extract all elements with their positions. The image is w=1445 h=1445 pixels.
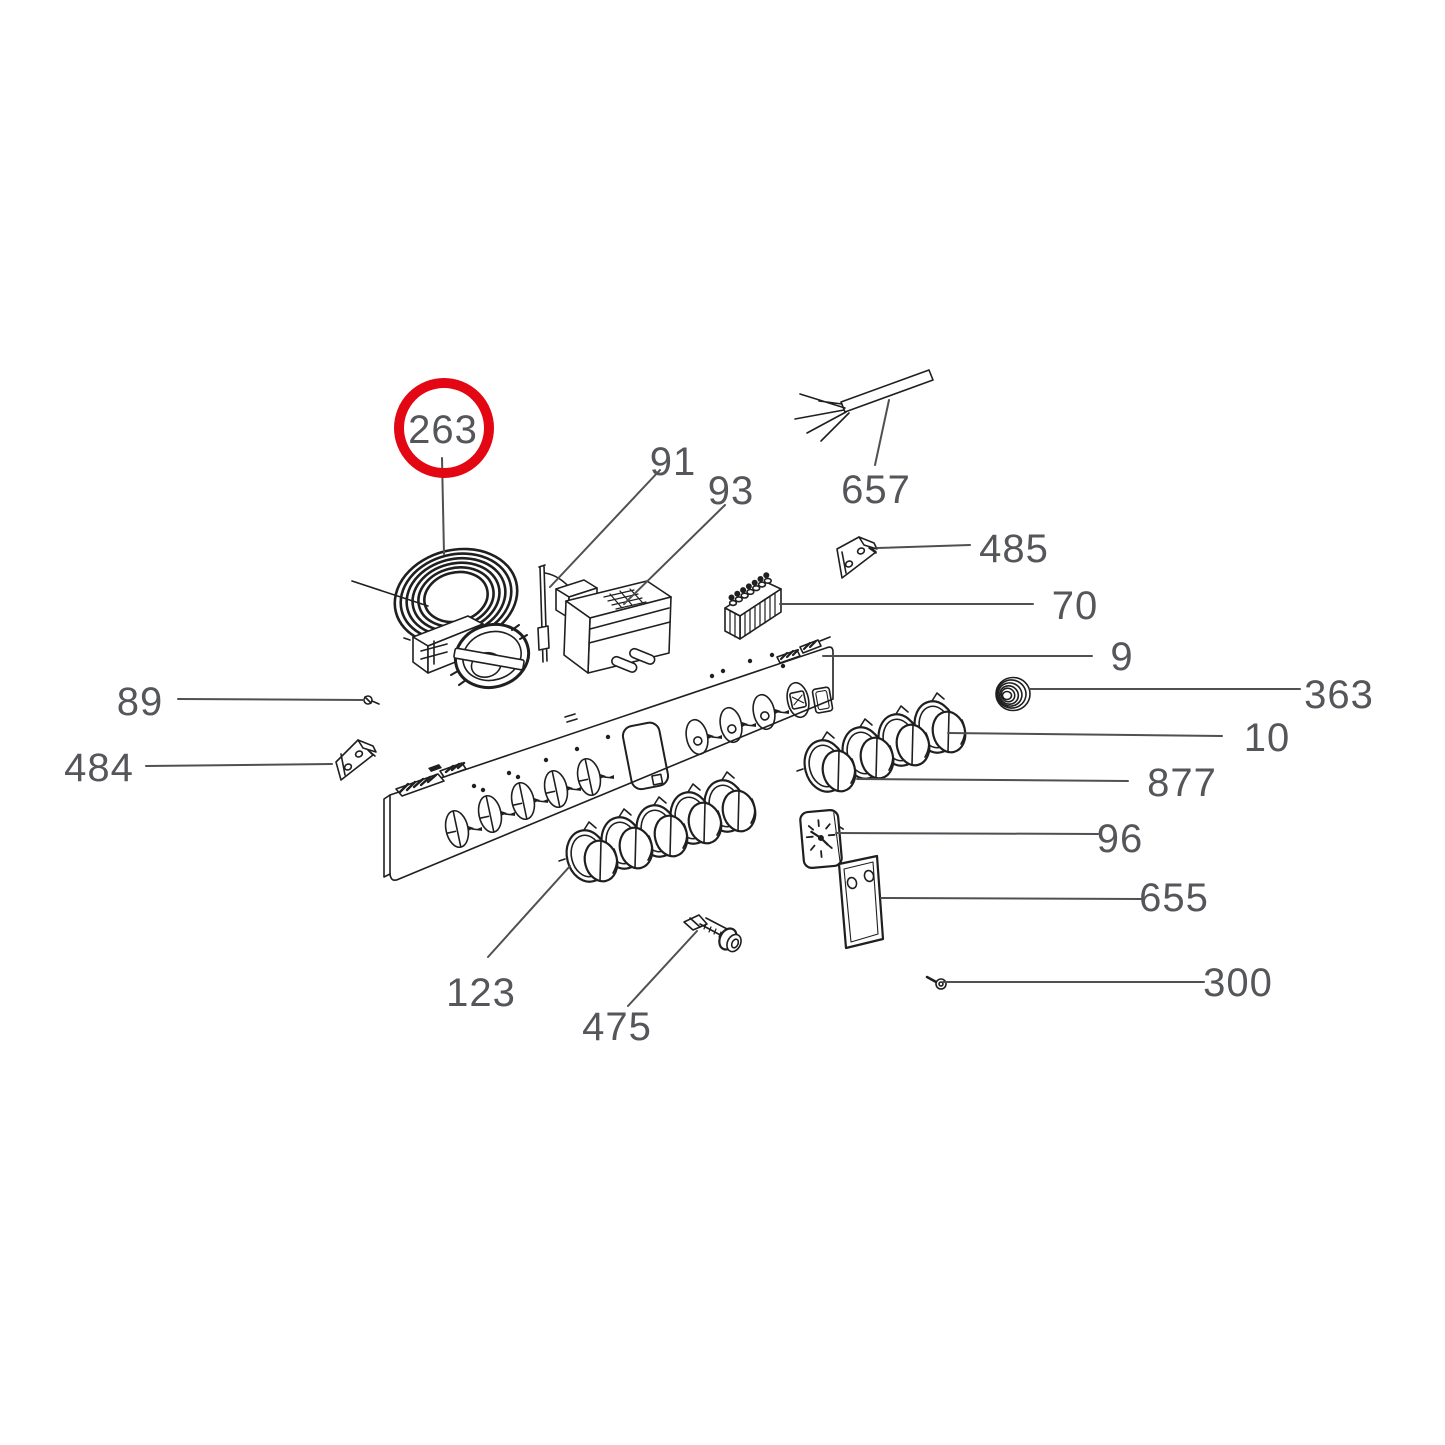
part-label-475: 475 — [582, 1005, 652, 1049]
leader-484 — [145, 763, 333, 767]
panel-display-opening — [621, 721, 670, 791]
part-label-485: 485 — [979, 527, 1049, 571]
part-263-thermostat-capillary — [351, 547, 531, 689]
leader-89 — [177, 698, 365, 701]
part-485-bracket — [836, 536, 878, 579]
leader-123 — [487, 865, 571, 958]
part-70-terminal-block — [724, 572, 782, 640]
part-label-70: 70 — [1052, 584, 1099, 628]
part-93-thermostat-body — [555, 579, 672, 674]
part-label-96: 96 — [1097, 817, 1144, 861]
terminal-pins — [728, 572, 772, 607]
part-96-timer-clock — [799, 809, 845, 869]
panel-knob-holes-middle — [685, 681, 810, 756]
part-89-screw — [363, 695, 380, 705]
leader-91 — [549, 469, 661, 588]
leader-657 — [874, 399, 890, 466]
panel-knob-holes-left — [444, 757, 614, 849]
part-484-bracket — [335, 739, 377, 781]
part-label-657: 657 — [841, 468, 911, 512]
leader-655 — [880, 897, 1143, 900]
part-label-363: 363 — [1304, 673, 1374, 717]
part-label-91: 91 — [650, 440, 697, 484]
leader-93 — [623, 504, 726, 605]
leader-877 — [856, 778, 1129, 782]
part-label-93: 93 — [708, 469, 755, 513]
part-label-655: 655 — [1139, 876, 1209, 920]
panel-rivet-dots — [471, 652, 786, 793]
part-labels: 263 91 93 657 485 70 9 363 89 10 484 877… — [64, 408, 1374, 1049]
part-363-spring — [995, 676, 1031, 712]
part-655-cover-plate — [837, 854, 885, 950]
leader-96 — [835, 832, 1099, 835]
part-657-wiring-cable — [794, 369, 934, 442]
part-label-10: 10 — [1244, 716, 1291, 760]
leader-lines — [145, 399, 1301, 1007]
part-label-484: 484 — [64, 746, 134, 790]
part-label-877: 877 — [1147, 761, 1217, 805]
part-label-123: 123 — [446, 971, 516, 1015]
part-475-bolt — [683, 914, 742, 953]
leader-485 — [876, 544, 971, 549]
part-label-89: 89 — [117, 680, 164, 724]
part-9-control-panel — [383, 636, 834, 881]
leader-10 — [947, 732, 1223, 737]
leader-475 — [627, 930, 698, 1007]
part-label-263: 263 — [408, 408, 478, 452]
panel-lamp-opening — [811, 686, 834, 714]
part-label-300: 300 — [1203, 961, 1273, 1005]
part-label-9: 9 — [1110, 635, 1133, 679]
highlight-circle — [394, 378, 494, 478]
